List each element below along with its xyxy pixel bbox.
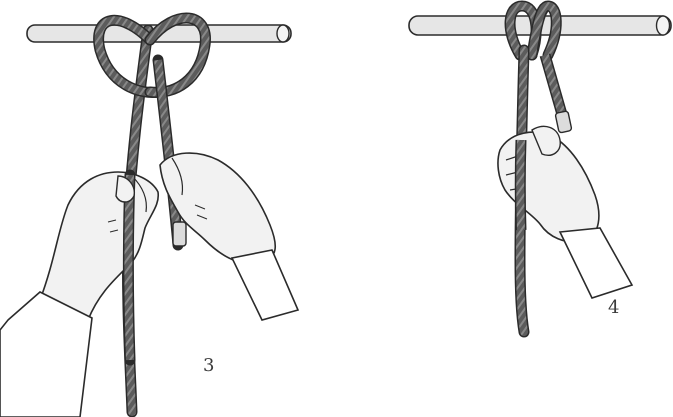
rope-short-end-tip <box>555 111 572 133</box>
left-sleeve <box>0 292 92 417</box>
step-number-4: 4 <box>608 299 619 317</box>
step-number-3: 3 <box>203 357 214 375</box>
panel-step-3 <box>0 18 298 417</box>
panel-step-4 <box>409 6 671 332</box>
right-sleeve <box>232 250 298 320</box>
rope-end-tip <box>173 222 186 246</box>
sleeve <box>560 228 632 298</box>
